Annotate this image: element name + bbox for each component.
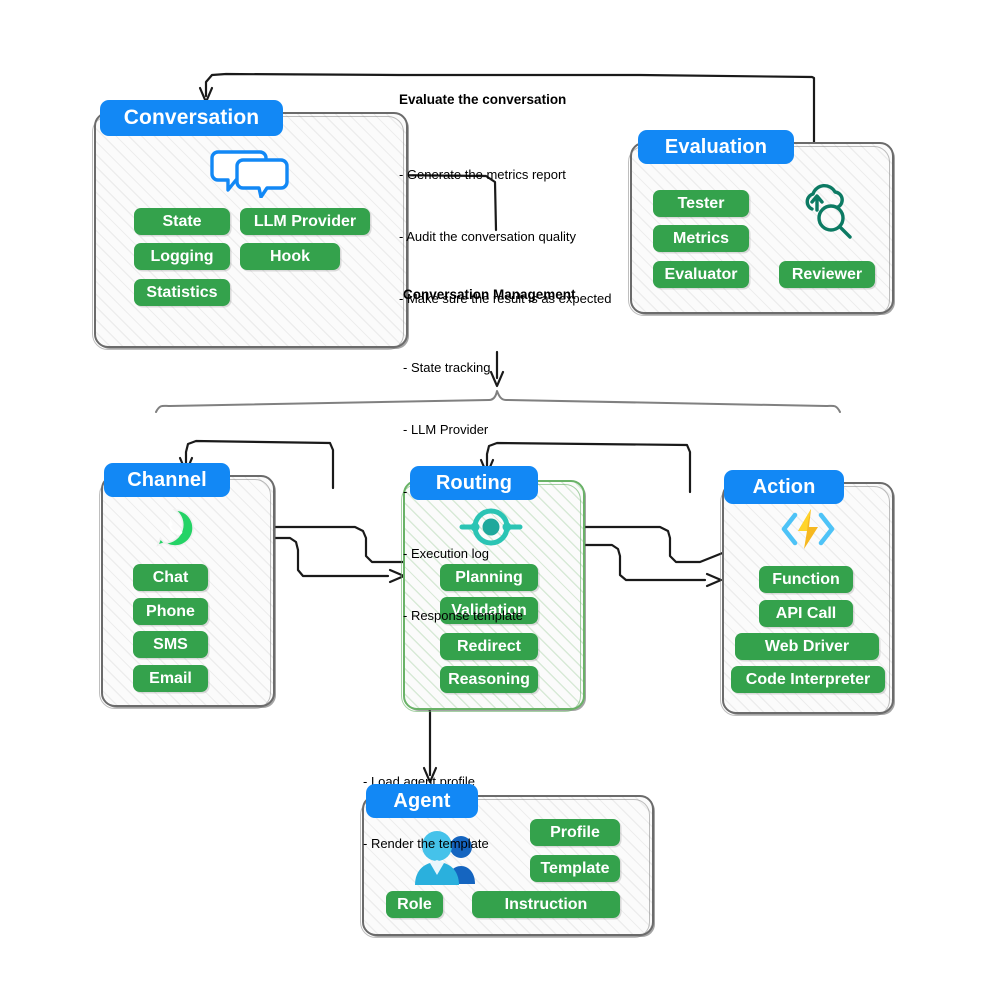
note-conversation-management: Conversation Management - State tracking…: [403, 242, 576, 669]
pill-agent-instruction[interactable]: Instruction: [472, 891, 620, 918]
pill-conversation-statistics[interactable]: Statistics: [134, 279, 230, 306]
function-lightning-icon: [778, 506, 838, 552]
pill-conversation-logging[interactable]: Logging: [134, 243, 230, 270]
group-routing[interactable]: [401, 480, 585, 712]
pill-action-code-interpreter[interactable]: Code Interpreter: [731, 666, 885, 693]
note-management-line-5: - Response template: [403, 608, 523, 624]
group-title-channel[interactable]: Channel: [104, 463, 230, 497]
note-management-line-1: - State tracking: [403, 359, 491, 375]
note-evaluate-line-2: - Audit the conversation quality: [399, 229, 577, 245]
whatsapp-icon: [155, 508, 195, 548]
note-management-heading: Conversation Management: [403, 287, 576, 303]
pill-agent-template[interactable]: Template: [530, 855, 620, 882]
note-agent-line-2: - Render the template: [363, 836, 489, 852]
group-title-conversation[interactable]: Conversation: [100, 100, 283, 136]
pill-conversation-state[interactable]: State: [134, 208, 230, 235]
pill-evaluation-tester[interactable]: Tester: [653, 190, 749, 217]
pill-evaluation-reviewer[interactable]: Reviewer: [779, 261, 875, 288]
pill-channel-chat[interactable]: Chat: [133, 564, 208, 591]
users-icon: [410, 828, 478, 886]
pill-routing-redirect[interactable]: Redirect: [440, 633, 538, 660]
group-channel[interactable]: [99, 475, 275, 709]
pill-evaluation-metrics[interactable]: Metrics: [653, 225, 749, 252]
pill-agent-profile[interactable]: Profile: [530, 819, 620, 846]
pill-channel-sms[interactable]: SMS: [133, 631, 208, 658]
routing-target-icon: [458, 503, 524, 551]
pill-routing-planning[interactable]: Planning: [440, 564, 538, 591]
group-title-routing[interactable]: Routing: [410, 466, 538, 500]
pill-channel-phone[interactable]: Phone: [133, 598, 208, 625]
arrowhead-routing-left: [388, 568, 406, 584]
arrowhead-action-left: [705, 572, 723, 588]
group-title-action[interactable]: Action: [724, 470, 844, 504]
pill-action-function[interactable]: Function: [759, 566, 853, 593]
speech-bubbles-icon: [210, 146, 290, 199]
pill-conversation-hook[interactable]: Hook: [240, 243, 340, 270]
note-evaluate-heading: Evaluate the conversation: [399, 92, 567, 108]
pill-evaluation-evaluator[interactable]: Evaluator: [653, 261, 749, 288]
note-management-line-4: - Execution log: [403, 546, 489, 562]
note-evaluate-line-1: - Generate the metrics report: [399, 166, 566, 182]
group-title-agent[interactable]: Agent: [366, 784, 478, 818]
pill-channel-email[interactable]: Email: [133, 665, 208, 692]
pill-agent-role[interactable]: Role: [386, 891, 443, 918]
pill-action-web-driver[interactable]: Web Driver: [735, 633, 879, 660]
note-evaluate-line-3: - Make sure the result is as expected: [399, 291, 612, 307]
group-title-evaluation[interactable]: Evaluation: [638, 130, 794, 164]
pill-conversation-llm-provider[interactable]: LLM Provider: [240, 208, 370, 235]
cloud-search-icon: [795, 182, 857, 244]
pill-routing-validation[interactable]: Validation: [440, 597, 538, 624]
pill-routing-reasoning[interactable]: Reasoning: [440, 666, 538, 693]
pill-action-api-call[interactable]: API Call: [759, 600, 853, 627]
note-management-line-2: - LLM Provider: [403, 422, 489, 438]
